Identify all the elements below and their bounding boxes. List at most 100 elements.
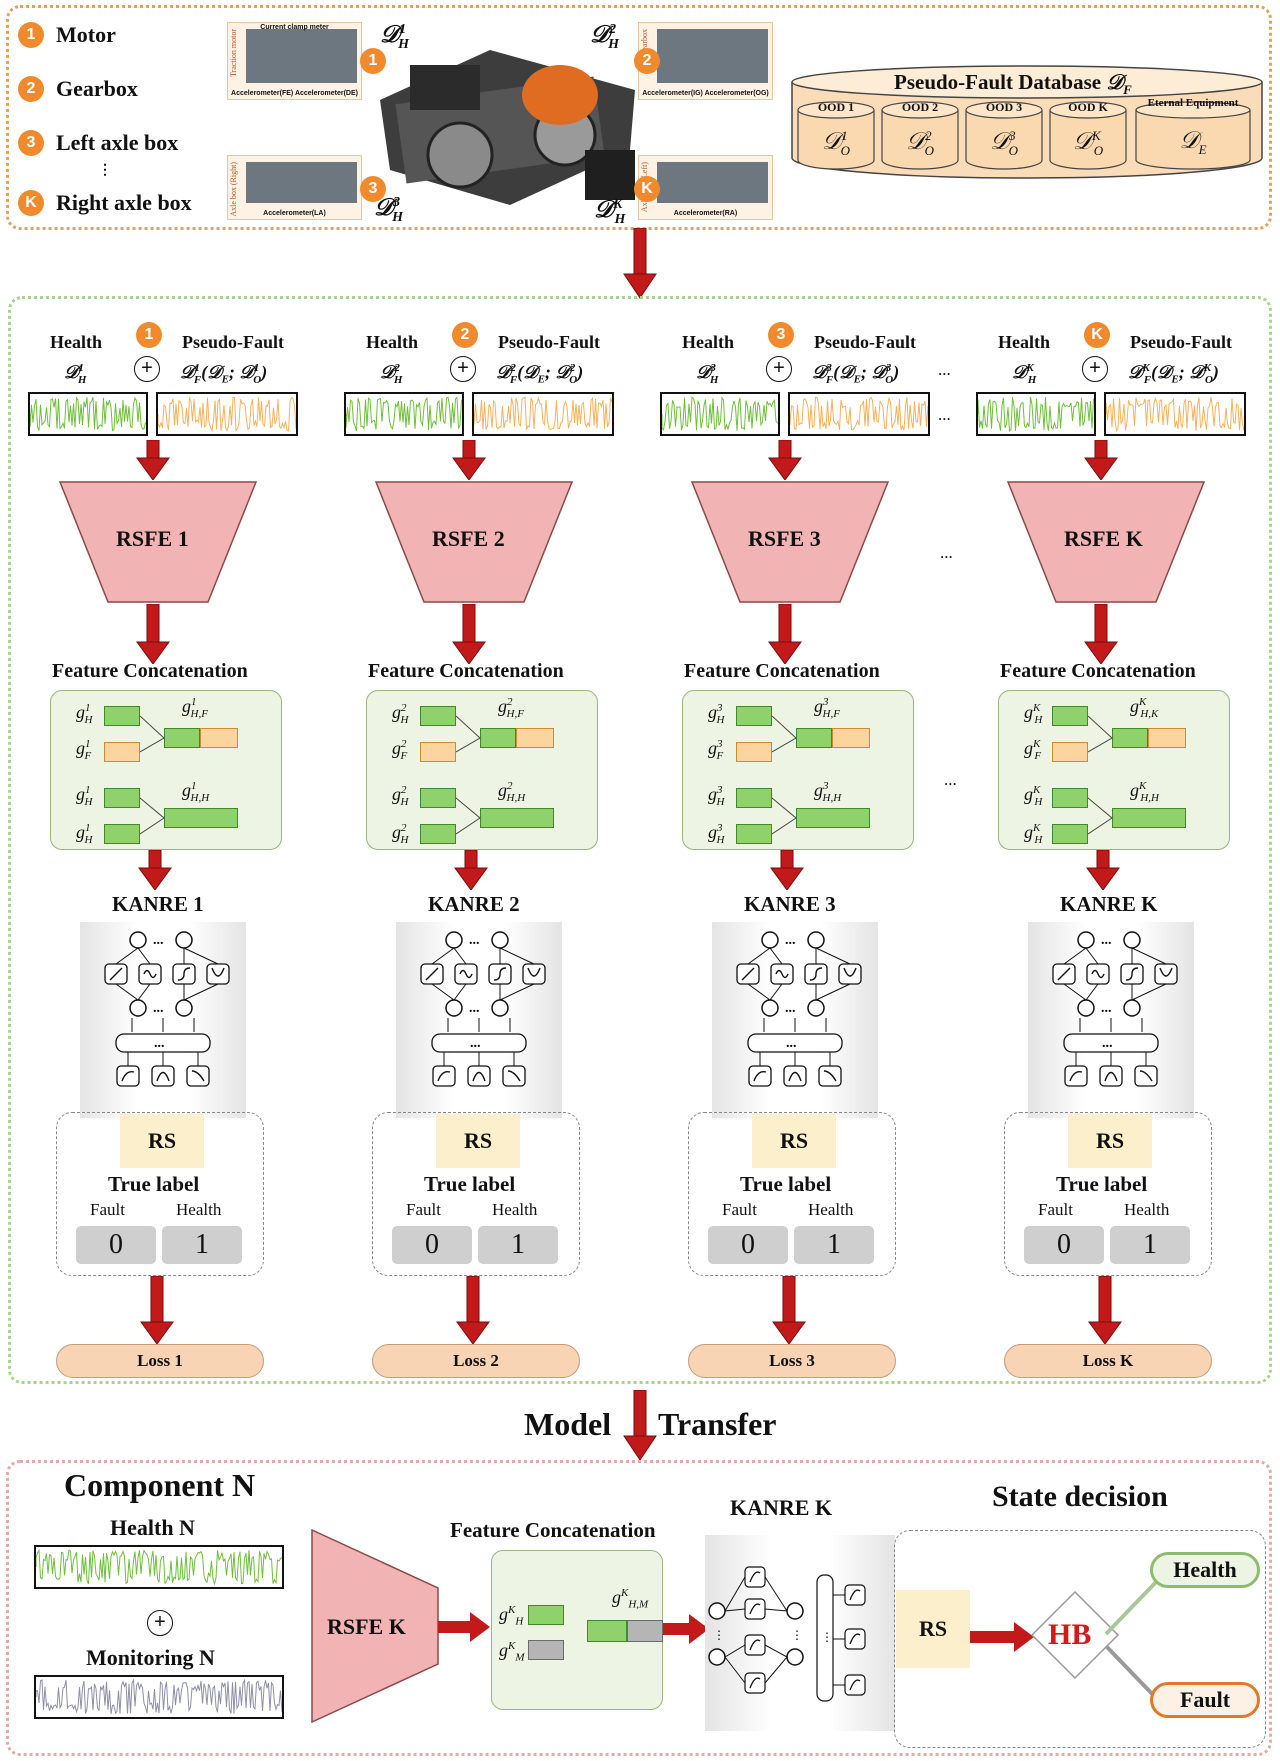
gh-label: gKH xyxy=(1024,784,1043,808)
ghf-orange xyxy=(200,728,238,748)
arrow-to-kanre xyxy=(770,850,804,890)
kanre-title: KANRE K xyxy=(1060,892,1158,916)
pseudo-fault-signal xyxy=(1104,392,1246,436)
sensor-photo xyxy=(657,29,768,83)
svg-text:...: ... xyxy=(785,933,796,948)
gf-cells xyxy=(1052,742,1088,762)
arrow-to-loss xyxy=(1088,1276,1122,1344)
loss-block: Loss 2 xyxy=(372,1344,580,1378)
arrow-to-feature xyxy=(1084,604,1118,664)
rsfe-block xyxy=(690,481,890,603)
pseudo-fault-signal xyxy=(472,392,614,436)
bottom-ghm-gray xyxy=(627,1620,663,1642)
bottom-gh-cells xyxy=(528,1605,564,1625)
svg-text:...: ... xyxy=(469,933,480,948)
fault-value-cell: 0 xyxy=(708,1226,788,1264)
gh-cells xyxy=(1052,788,1088,808)
arrow-to-rsfe xyxy=(768,440,802,480)
kanre-title: KANRE 1 xyxy=(112,892,204,916)
sensor-photo-card: Axle box (Left)Accelerometer(RA) xyxy=(638,155,773,220)
legend-label: Left axle box xyxy=(56,130,179,155)
gh-label: g1H xyxy=(76,784,93,808)
gh-label: g1H xyxy=(76,822,93,846)
arrow-to-hb xyxy=(970,1622,1034,1652)
sensor-caption: Accelerometer(RA) xyxy=(673,210,738,217)
gh-cells xyxy=(420,788,456,808)
plus-icon: + xyxy=(450,356,476,382)
concat-connector xyxy=(140,715,165,835)
rsfe-label: RSFE K xyxy=(1064,526,1143,551)
arrow-to-kanre xyxy=(1086,850,1120,890)
health-value-cell: 1 xyxy=(478,1226,558,1264)
ghh-label: g3H,H xyxy=(814,780,842,804)
health-signal xyxy=(28,392,148,436)
gh-label: g1H xyxy=(76,702,93,726)
sensor-title: Current clamp meter xyxy=(260,24,329,31)
component-n-title: Component N xyxy=(64,1467,256,1503)
legend-number-badge: 3 xyxy=(18,130,44,156)
legend-label: Motor xyxy=(56,22,116,47)
health-value-cell: 1 xyxy=(162,1226,242,1264)
health-dataset-label: 𝒟1H xyxy=(380,22,410,52)
database-item-label: Eternal Equipment xyxy=(1147,97,1239,109)
sensor-photo xyxy=(657,162,768,203)
database-item-label: OOD 1 xyxy=(817,100,855,114)
gh-label: g3H xyxy=(708,784,725,808)
ellipsis-top: ... xyxy=(938,360,951,379)
plus-icon: + xyxy=(766,356,792,382)
component-number-badge: K xyxy=(1084,322,1110,348)
fault-value-cell: 0 xyxy=(1024,1226,1104,1264)
pseudo-fault-label: Pseudo-Fault xyxy=(1130,332,1233,352)
true-label-title: True label xyxy=(108,1172,200,1196)
bottom-kanre-panel: ⋮⋮⋮ xyxy=(705,1535,895,1731)
gh-label: g3H xyxy=(708,822,725,846)
plus-icon: + xyxy=(147,1610,173,1636)
bottom-rs: RS xyxy=(896,1590,970,1668)
ghh-label: g2H,H xyxy=(498,780,526,804)
health-dataset-label: 𝒟KH xyxy=(594,197,626,227)
legend-item: 3 Left axle box xyxy=(18,130,178,156)
database-symbol-sub: F xyxy=(1123,82,1132,98)
true-label-title: True label xyxy=(740,1172,832,1196)
legend-item: ⋮ xyxy=(18,162,112,179)
bottom-gh-label: gKH xyxy=(499,1604,524,1628)
legend-number-badge: 1 xyxy=(18,22,44,48)
rs-block: RS xyxy=(120,1114,204,1168)
arrow-to-feature xyxy=(136,604,170,664)
health-label: Health xyxy=(682,332,734,352)
gh-label: g3H xyxy=(708,702,725,726)
health-label: Health xyxy=(998,332,1050,352)
gh-cells xyxy=(736,824,772,844)
ghh-label: g1H,H xyxy=(182,780,210,804)
arrow-to-feature xyxy=(452,604,486,664)
kanre-panel: ......... xyxy=(396,922,562,1118)
svg-text:⋮: ⋮ xyxy=(791,1628,803,1642)
sensor-number-badge: 1 xyxy=(360,48,386,74)
pseudo-fault-label: Pseudo-Fault xyxy=(814,332,917,352)
health-column-label: Health xyxy=(1124,1200,1170,1219)
output-fault: Fault xyxy=(1150,1682,1260,1718)
health-dataset-symbol: 𝒟2H xyxy=(380,362,403,386)
svg-text:...: ... xyxy=(469,1001,480,1016)
gh-cells xyxy=(420,824,456,844)
kanre-panel: ......... xyxy=(80,922,246,1118)
hb-label: HB xyxy=(1048,1618,1092,1651)
rsfe-k-bottom xyxy=(311,1528,439,1724)
feature-concat-title: Feature Concatenation xyxy=(52,660,248,682)
arrow-to-feature xyxy=(438,1612,490,1642)
health-dataset-symbol: 𝒟KH xyxy=(1012,362,1037,386)
database-item-symbol: 𝒟2O xyxy=(905,128,935,158)
ellipsis-feature: ... xyxy=(944,770,957,789)
loss-block: Loss 1 xyxy=(56,1344,264,1378)
arrow-to-rsfe xyxy=(452,440,486,480)
deployment-section xyxy=(6,1460,1272,1756)
rsfe-k-bottom-label: RSFE K xyxy=(327,1614,406,1639)
health-value-cell: 1 xyxy=(1110,1226,1190,1264)
pseudo-fault-dataset-symbol: 𝒟3F(𝒟E; 𝒟3O) xyxy=(812,362,900,386)
bottom-gm-cells xyxy=(528,1640,564,1660)
